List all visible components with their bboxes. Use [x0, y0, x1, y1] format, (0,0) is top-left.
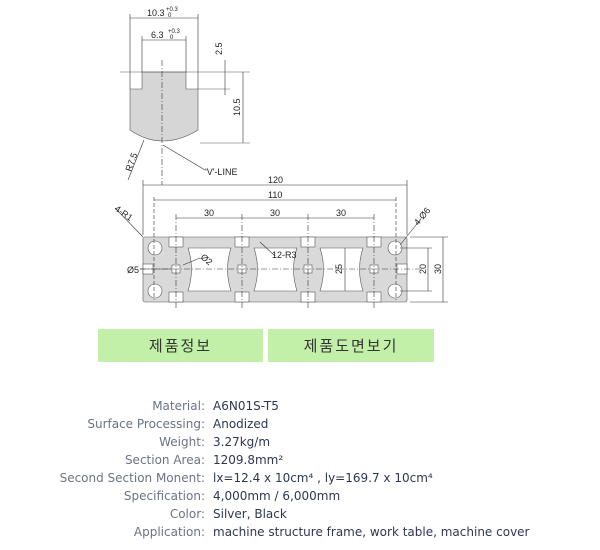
- dim-cavity-height: 25: [334, 264, 344, 274]
- spec-row: Material: A6N01S-T5: [0, 397, 600, 415]
- spec-value: machine structure frame, work table, mac…: [213, 525, 530, 539]
- spec-value: 3.27kg/m: [213, 435, 271, 449]
- spec-value: A6N01S-T5: [213, 399, 279, 413]
- tolerance-zero-inner: 0: [170, 35, 174, 41]
- spec-value: lx=12.4 x 10cm⁴ , ly=169.7 x 10cm⁴: [213, 471, 433, 485]
- tolerance-zero: 0: [168, 13, 172, 19]
- v-line-label: 'V'-LINE: [205, 167, 237, 177]
- spec-row: Second Section Monent: lx=12.4 x 10cm⁴ , …: [0, 469, 600, 487]
- dim-hole-vertical: 20: [418, 264, 428, 274]
- dim-pitch-2: 30: [270, 208, 280, 218]
- profile-drawing: [114, 180, 448, 310]
- inner-radius-label: 12-R3: [272, 250, 297, 260]
- spec-row: Specification: 4,000mm / 6,000mm: [0, 487, 600, 505]
- tnut-drawing: [120, 14, 250, 185]
- spec-label: Color:: [169, 507, 205, 521]
- tab-product-drawing[interactable]: 제품도면보기: [268, 329, 434, 362]
- spec-label: Weight:: [159, 435, 205, 449]
- tab-product-info[interactable]: 제품정보: [98, 329, 263, 362]
- corner-radius-label: 4-R1: [113, 203, 135, 222]
- spec-label: Application:: [133, 525, 205, 539]
- dim-height: 30: [433, 264, 443, 274]
- spec-label: Surface Processing:: [87, 417, 205, 431]
- spec-row: Section Area: 1209.8mm²: [0, 451, 600, 469]
- spec-value: 1209.8mm²: [213, 453, 284, 467]
- spec-row: Color: Silver, Black: [0, 505, 600, 523]
- tolerance-plus-inner: +0.3: [168, 29, 181, 35]
- spec-row: Weight: 3.27kg/m: [0, 433, 600, 451]
- dim-width-outer: 10.3: [147, 8, 165, 18]
- spec-value: 4,000mm / 6,000mm: [213, 489, 341, 503]
- spec-label: Specification:: [123, 489, 205, 503]
- dim-height: 10.5: [232, 98, 242, 116]
- dim-radius: R7.5: [123, 151, 139, 172]
- spec-label: Second Section Monent:: [59, 471, 205, 485]
- dim-total-width: 120: [268, 175, 283, 185]
- tolerance-plus: +0.3: [166, 7, 179, 13]
- spec-row: Application: machine structure frame, wor…: [0, 523, 600, 541]
- spec-row: Surface Processing: Anodized: [0, 415, 600, 433]
- tnut-shape: [129, 71, 199, 142]
- technical-drawing: 10.3 +0.3 0 6.3 +0.3 0 2.5 10.5 R7.5 'V'…: [113, 7, 448, 310]
- spec-label: Section Area:: [124, 453, 205, 467]
- dim-width-inner: 6.3: [151, 30, 164, 40]
- dim-hole-spacing: 110: [268, 190, 282, 200]
- dim-pitch-3: 30: [336, 208, 346, 218]
- dim-top: 2.5: [214, 42, 224, 55]
- center-hole-label: Ø5: [127, 265, 139, 275]
- spec-value: Silver, Black: [213, 507, 287, 521]
- spec-label: Material:: [152, 399, 205, 413]
- hole-diameter-label: 4-Ø6: [412, 206, 433, 228]
- spec-value: Anodized: [213, 417, 269, 431]
- dim-pitch-1: 30: [204, 208, 214, 218]
